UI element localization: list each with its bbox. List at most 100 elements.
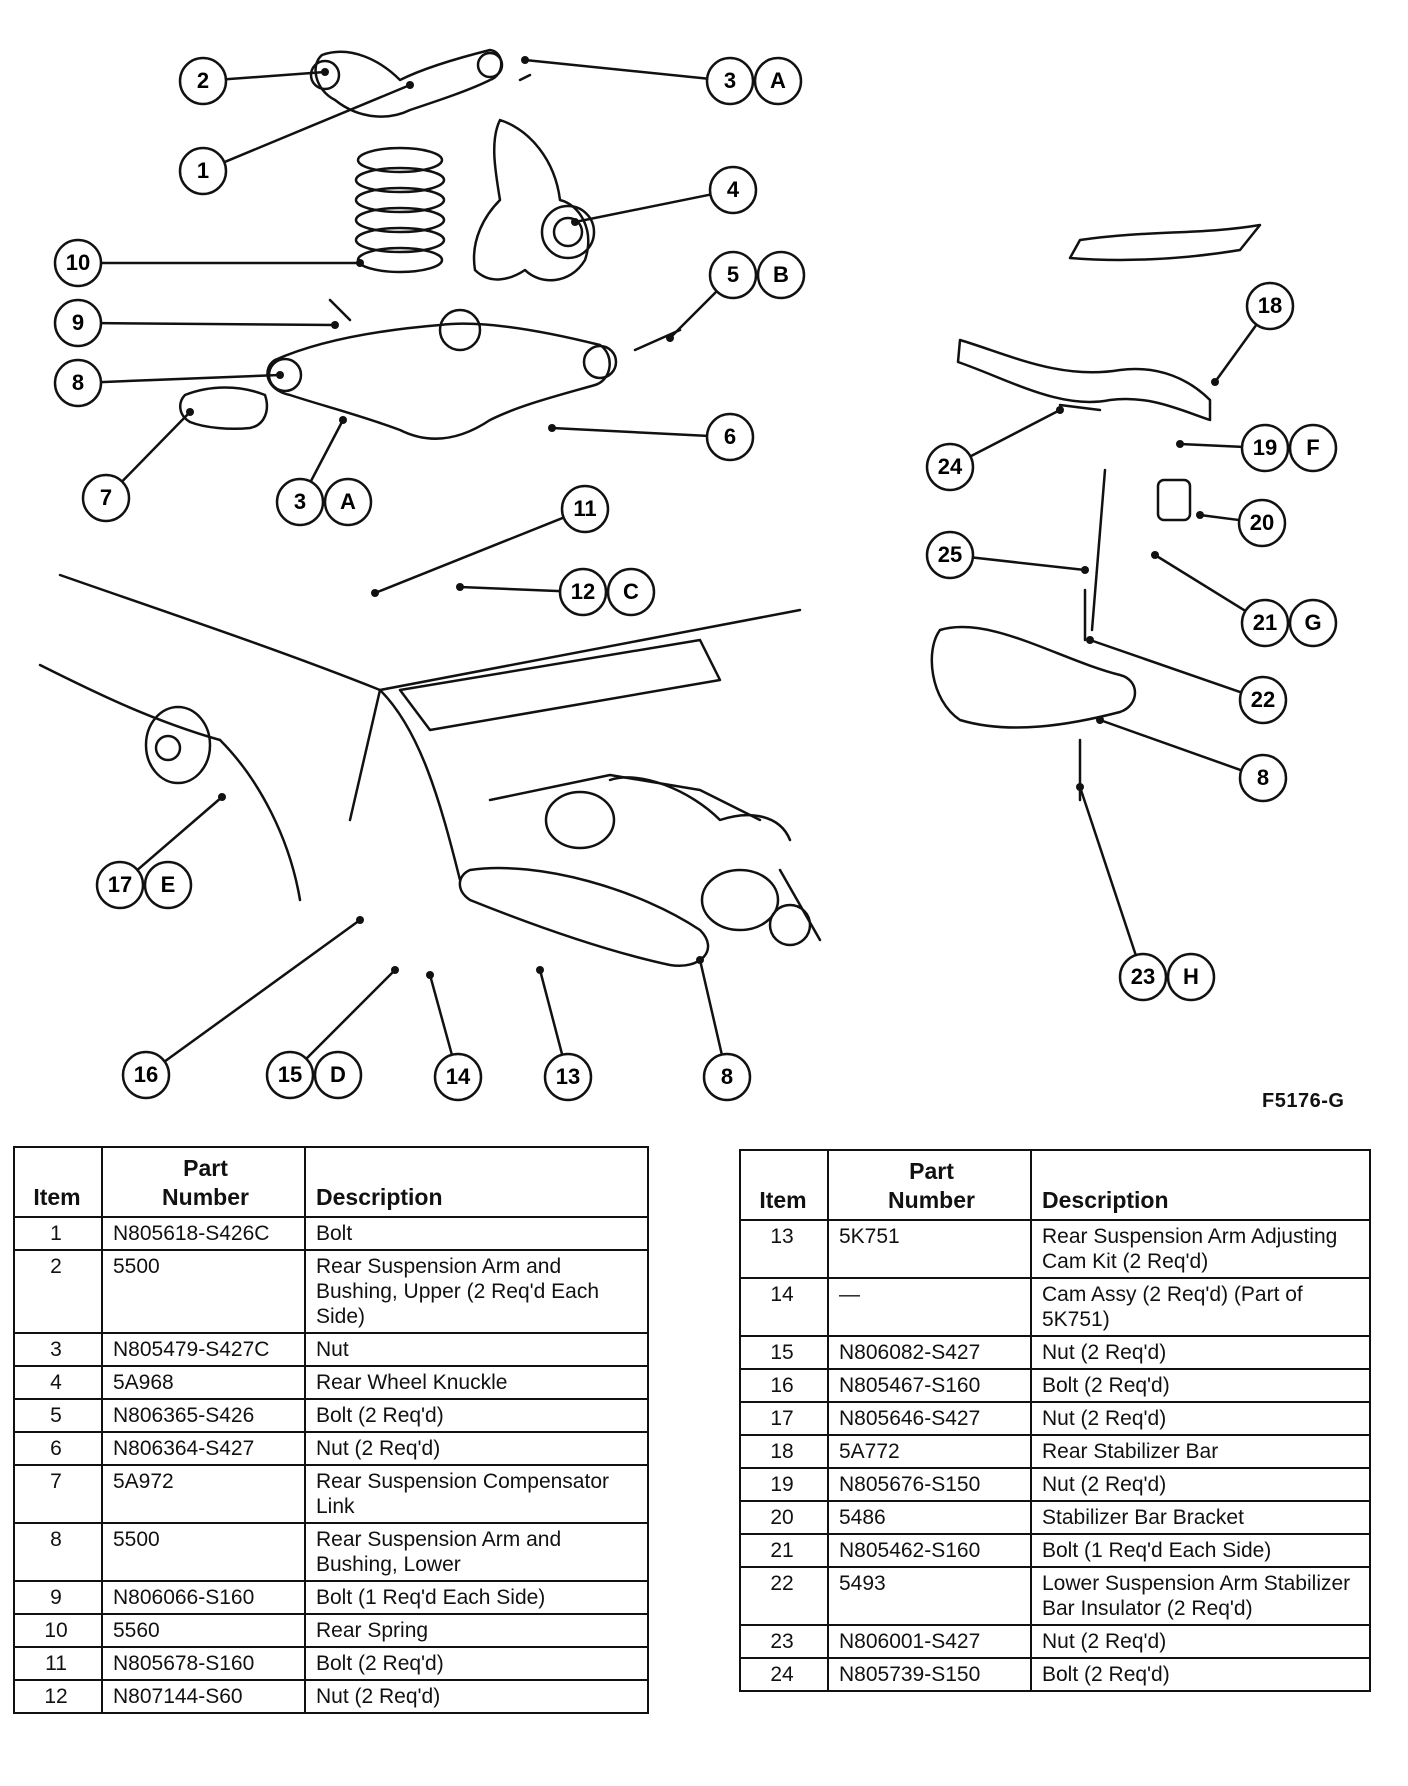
- callout-circle: [558, 567, 608, 617]
- leader-arrowhead: [276, 371, 284, 379]
- description-cell: Stabilizer Bar Bracket: [1030, 1500, 1371, 1535]
- part-number-cell: N806066-S160: [101, 1580, 306, 1615]
- part-number-cell: 5500: [101, 1522, 306, 1582]
- leader-line: [1089, 638, 1242, 694]
- stabilizer-bracket-drawing: [1156, 478, 1192, 522]
- callout-circle: [433, 1052, 483, 1102]
- part-number-cell: N805467-S160: [827, 1368, 1032, 1403]
- item-cell: 12: [13, 1679, 103, 1714]
- callout-1: 1: [178, 81, 414, 196]
- leader-arrowhead: [1211, 378, 1219, 386]
- rear-lower-arm-drawing: [930, 625, 1137, 729]
- item-cell: 18: [739, 1434, 829, 1469]
- callout-13: 13: [536, 966, 593, 1102]
- leader-arrowhead: [356, 259, 364, 267]
- leader-line: [972, 556, 1086, 572]
- upper-arm-bushing: [309, 59, 341, 91]
- item-cell: 7: [13, 1464, 103, 1524]
- callout-circle: [543, 1052, 593, 1102]
- leader-line: [121, 411, 191, 483]
- knuckle-hub-inner: [552, 216, 584, 248]
- leader-arrowhead: [1076, 783, 1084, 791]
- callout-10: 10: [53, 238, 364, 288]
- callout-letter: F: [1306, 435, 1319, 460]
- callout-number: 23: [1131, 964, 1155, 989]
- description-cell: Nut (2 Req'd): [304, 1679, 649, 1714]
- callout-number: 19: [1253, 435, 1277, 460]
- callout-number: 3: [724, 68, 736, 93]
- callout-letter: H: [1183, 964, 1199, 989]
- header-item: Item: [739, 1149, 829, 1221]
- body-panel-drawing: [1068, 223, 1262, 262]
- callout-letter: E: [161, 872, 176, 897]
- lower-arm-bushing-3: [582, 344, 618, 380]
- vehicle-body-drawing: [38, 573, 802, 902]
- callout-number: 2: [197, 68, 209, 93]
- callout-circle: [708, 165, 758, 215]
- leader-arrowhead: [339, 416, 347, 424]
- callout-letter-circle: [756, 250, 806, 300]
- part-number-cell: N807144-S60: [101, 1679, 306, 1714]
- part-number-cell: N805676-S150: [827, 1467, 1032, 1502]
- callout-letter: G: [1304, 610, 1321, 635]
- callout-circle: [925, 530, 975, 580]
- lower-arm-bushing-2: [438, 308, 482, 352]
- callout-8: 8: [1096, 716, 1288, 803]
- crossmember-drawing: [398, 638, 722, 732]
- callout-circle: [265, 1050, 315, 1100]
- callout-circle: [53, 358, 103, 408]
- leader-arrowhead: [406, 81, 414, 89]
- part-number-cell: 5A968: [101, 1365, 306, 1400]
- description-cell: Nut: [304, 1332, 649, 1367]
- part-number-cell: 5560: [101, 1613, 306, 1648]
- callout-number: 16: [134, 1062, 158, 1087]
- frame-bushing-drawing: [144, 705, 212, 785]
- item-cell: 8: [13, 1522, 103, 1582]
- item-cell: 13: [739, 1219, 829, 1279]
- part-number-cell: N806365-S426: [101, 1398, 306, 1433]
- description-cell: Nut (2 Req'd): [1030, 1624, 1371, 1659]
- callout-20: 20: [1196, 498, 1287, 548]
- item-cell: 17: [739, 1401, 829, 1436]
- hub-drawing: [768, 903, 812, 947]
- callout-circle: [1240, 598, 1290, 648]
- callout-circle: [1245, 281, 1295, 331]
- leader-arrowhead: [1151, 551, 1159, 559]
- compensator-link-drawing: [179, 386, 269, 430]
- leader-arrowhead: [1176, 440, 1184, 448]
- item-cell: 9: [13, 1580, 103, 1615]
- part-number-cell: 5A972: [101, 1464, 306, 1524]
- callout-circle: [708, 250, 758, 300]
- callout-number: 8: [72, 370, 84, 395]
- leader-line: [309, 419, 345, 483]
- callout-8: 8: [696, 956, 752, 1102]
- callout-circle: [178, 146, 228, 196]
- description-cell: Nut (2 Req'd): [1030, 1467, 1371, 1502]
- description-cell: Bolt (1 Req'd Each Side): [304, 1580, 649, 1615]
- halfshaft-drawing: [488, 773, 762, 822]
- callout-letter-circle: [1288, 423, 1338, 473]
- header-description: Description: [304, 1146, 649, 1218]
- leader-line: [669, 290, 718, 339]
- leader-line: [459, 585, 561, 593]
- callout-circle: [53, 298, 103, 348]
- callout-number: 24: [938, 454, 963, 479]
- callout-circle: [1240, 423, 1290, 473]
- callout-letter-circle: [753, 56, 803, 106]
- description-cell: Bolt (2 Req'd): [1030, 1368, 1371, 1403]
